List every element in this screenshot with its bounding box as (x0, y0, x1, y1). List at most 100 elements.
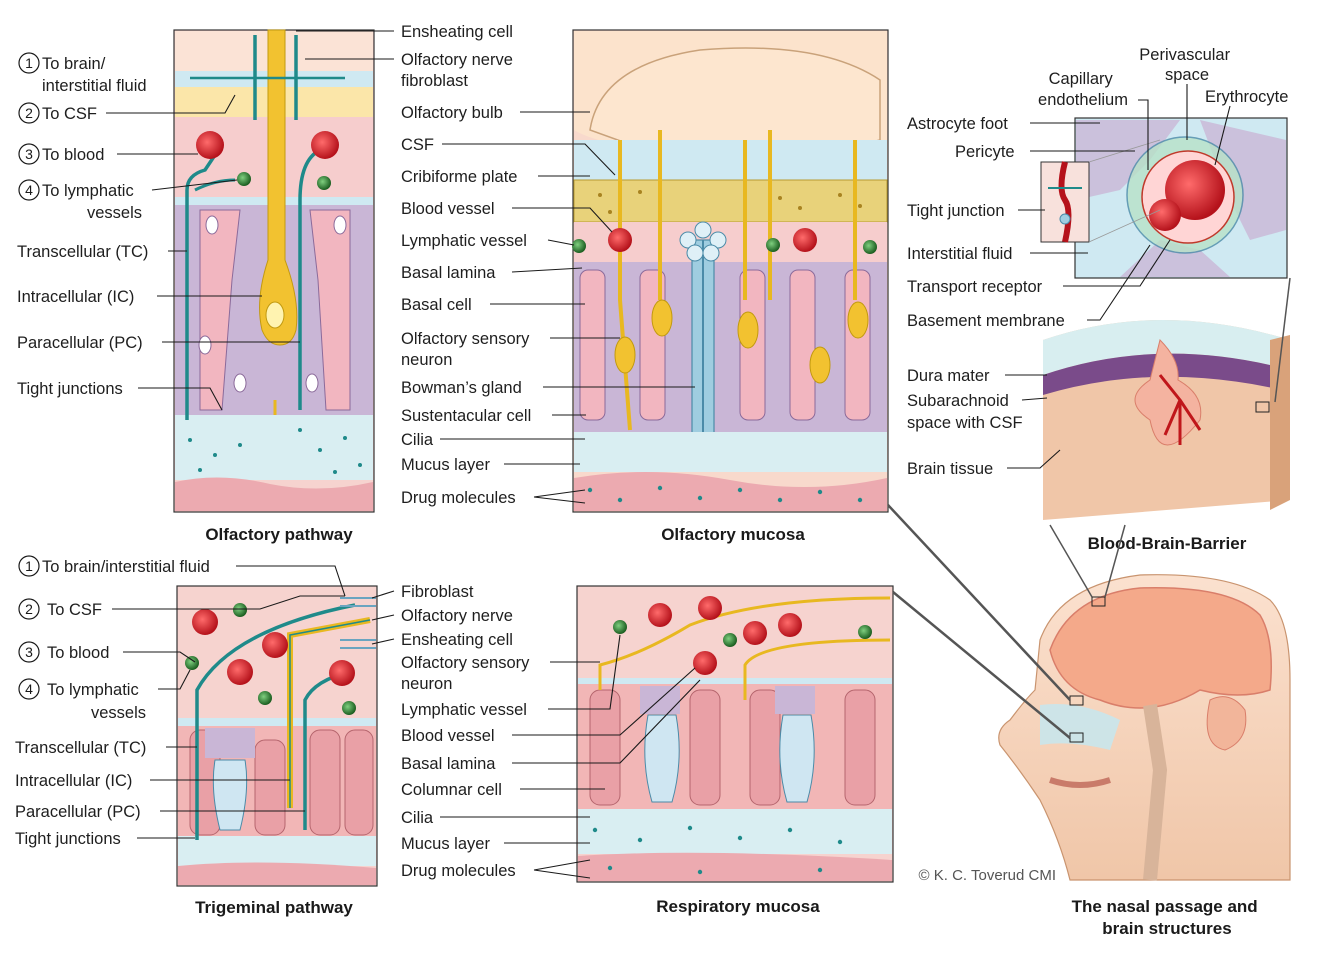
blood-vessel-label: Blood vessel (401, 200, 495, 218)
resp-cilia-label: Cilia (401, 809, 434, 827)
perivascular-line2: space (1165, 66, 1209, 84)
perivascular-space-label: Perivascular space (1139, 46, 1234, 84)
resp-osn-line1: Olfactory sensory (401, 654, 530, 672)
route-2-text: To CSF (42, 105, 97, 123)
svg-text:4: 4 (25, 681, 33, 697)
route-1-label: 1 To brain/ interstitial fluid (18, 52, 147, 95)
route-4-text-line1: To lymphatic (42, 182, 134, 200)
head-caption-line2: brain structures (1102, 919, 1231, 938)
subarachnoid-label: Subarachnoid space with CSF (907, 392, 1023, 432)
svg-text:1: 1 (25, 558, 33, 574)
route-3-text: To blood (42, 146, 104, 164)
trigeminal-pathway-panel (176, 585, 378, 887)
mucus-layer-label: Mucus layer (401, 456, 490, 474)
olfactory-pathway-caption: Olfactory pathway (205, 525, 353, 544)
bbb-labels: Perivascular space Capillary endothelium… (907, 46, 1288, 553)
olfactory-nerve-fibroblast-line1: Olfactory nerve (401, 51, 513, 69)
svg-text:3: 3 (25, 146, 33, 162)
basal-cell-label: Basal cell (401, 296, 472, 314)
resp-blood-vessel-label: Blood vessel (401, 727, 495, 745)
interstitial-fluid-label: Interstitial fluid (907, 245, 1012, 263)
ensheating-cell-label: Ensheating cell (401, 23, 513, 41)
olfactory-pathway-labels: 1 To brain/ interstitial fluid 2 To CSF … (17, 52, 353, 544)
olfactory-mucosa-labels: Ensheating cell Olfactory nerve fibrobla… (296, 23, 805, 544)
cribiforme-plate-label: Cribiforme plate (401, 168, 517, 186)
head-panel: © K. C. Toverud CMI The nasal passage an… (887, 504, 1291, 938)
trigeminal-paracellular-label: Paracellular (PC) (15, 803, 141, 821)
trigeminal-route-2-text: To CSF (47, 601, 102, 619)
route-1-text-line1: To brain/ (42, 55, 106, 73)
route-4-text-line2: vessels (87, 204, 142, 222)
svg-text:3: 3 (25, 644, 33, 660)
dura-mater-label: Dura mater (907, 367, 990, 385)
olfactory-mucosa-panel (572, 29, 889, 513)
respiratory-mucosa-caption: Respiratory mucosa (656, 897, 820, 916)
cilia-label: Cilia (401, 431, 434, 449)
resp-osn-label: Olfactory sensory neuron (401, 654, 534, 693)
drug-molecules-label: Drug molecules (401, 489, 516, 507)
route-1-text-line2: interstitial fluid (42, 77, 147, 95)
olfactory-nerve-fibroblast-line2: fibroblast (401, 72, 468, 90)
perivascular-line1: Perivascular (1139, 46, 1230, 64)
olfactory-pathway-panel (173, 29, 375, 513)
trigeminal-intracellular-label: Intracellular (IC) (15, 772, 132, 790)
head-caption: The nasal passage and brain structures (1072, 897, 1263, 938)
capillary-line2: endothelium (1038, 91, 1128, 109)
olfactory-nerve-fibroblast-label: Olfactory nerve fibroblast (401, 51, 517, 90)
capillary-endothelium-label: Capillary endothelium (1038, 70, 1128, 109)
trigeminal-route-3-text: To blood (47, 644, 109, 662)
bowmans-gland-label: Bowman’s gland (401, 379, 522, 397)
svg-text:2: 2 (25, 105, 33, 121)
copyright-credit: © K. C. Toverud CMI (919, 867, 1056, 884)
brain-tissue-label: Brain tissue (907, 460, 993, 478)
respiratory-mucosa-labels: Fibroblast Olfactory nerve Ensheating ce… (371, 583, 820, 916)
trigeminal-route-4-line1: To lymphatic (47, 681, 139, 699)
columnar-cell-label: Columnar cell (401, 781, 502, 799)
trigeminal-pathway-caption: Trigeminal pathway (195, 898, 353, 917)
subarachnoid-line2: space with CSF (907, 414, 1023, 432)
svg-text:4: 4 (25, 182, 33, 198)
head-caption-line1: The nasal passage and (1072, 897, 1258, 916)
astrocyte-foot-label: Astrocyte foot (907, 115, 1008, 133)
resp-basal-lamina-label: Basal lamina (401, 755, 496, 773)
tight-junctions-label: Tight junctions (17, 380, 123, 398)
fibroblast-label: Fibroblast (401, 583, 474, 601)
trigeminal-route-4-line2: vessels (91, 704, 146, 722)
route-4-label: 4 To lymphatic vessels (18, 179, 238, 222)
resp-lymphatic-vessel-label: Lymphatic vessel (401, 701, 527, 719)
svg-text:2: 2 (25, 601, 33, 617)
trigeminal-pathway-labels: 1 To brain/interstitial fluid 2 To CSF 3… (15, 555, 353, 917)
osn-line1: Olfactory sensory (401, 330, 530, 348)
transcellular-label: Transcellular (TC) (17, 243, 148, 261)
osn-line2: neuron (401, 351, 452, 369)
trigeminal-transcellular-label: Transcellular (TC) (15, 739, 146, 757)
basement-membrane-label: Basement membrane (907, 312, 1065, 330)
resp-osn-line2: neuron (401, 675, 452, 693)
route-3-label: 3 To blood (18, 143, 198, 165)
csf-label: CSF (401, 136, 434, 154)
pericyte-label: Pericyte (955, 143, 1015, 161)
bbb-caption: Blood-Brain-Barrier (1088, 534, 1247, 553)
transport-receptor-label: Transport receptor (907, 278, 1043, 296)
resp-ensheating-cell-label: Ensheating cell (401, 631, 513, 649)
basal-lamina-label: Basal lamina (401, 264, 496, 282)
paracellular-label: Paracellular (PC) (17, 334, 143, 352)
route-4-text: To lymphatic vessels (42, 182, 142, 222)
olfactory-mucosa-caption: Olfactory mucosa (661, 525, 805, 544)
trigeminal-route-4-text: To lymphatic vessels (47, 681, 146, 722)
route-1-text: To brain/ interstitial fluid (42, 55, 147, 95)
olfactory-sensory-neuron-label: Olfactory sensory neuron (401, 330, 534, 369)
subarachnoid-line1: Subarachnoid (907, 392, 1009, 410)
resp-drug-molecules-label: Drug molecules (401, 862, 516, 880)
respiratory-mucosa-panel (576, 585, 894, 883)
erythrocyte-label: Erythrocyte (1205, 88, 1288, 106)
intracellular-label: Intracellular (IC) (17, 288, 134, 306)
bbb-panel (1040, 117, 1291, 520)
lymphatic-vessel-label: Lymphatic vessel (401, 232, 527, 250)
capillary-line1: Capillary (1049, 70, 1114, 88)
trigeminal-tight-junctions-label: Tight junctions (15, 830, 121, 848)
olfactory-nerve-label: Olfactory nerve (401, 607, 513, 625)
olfactory-bulb-label: Olfactory bulb (401, 104, 503, 122)
resp-mucus-layer-label: Mucus layer (401, 835, 490, 853)
